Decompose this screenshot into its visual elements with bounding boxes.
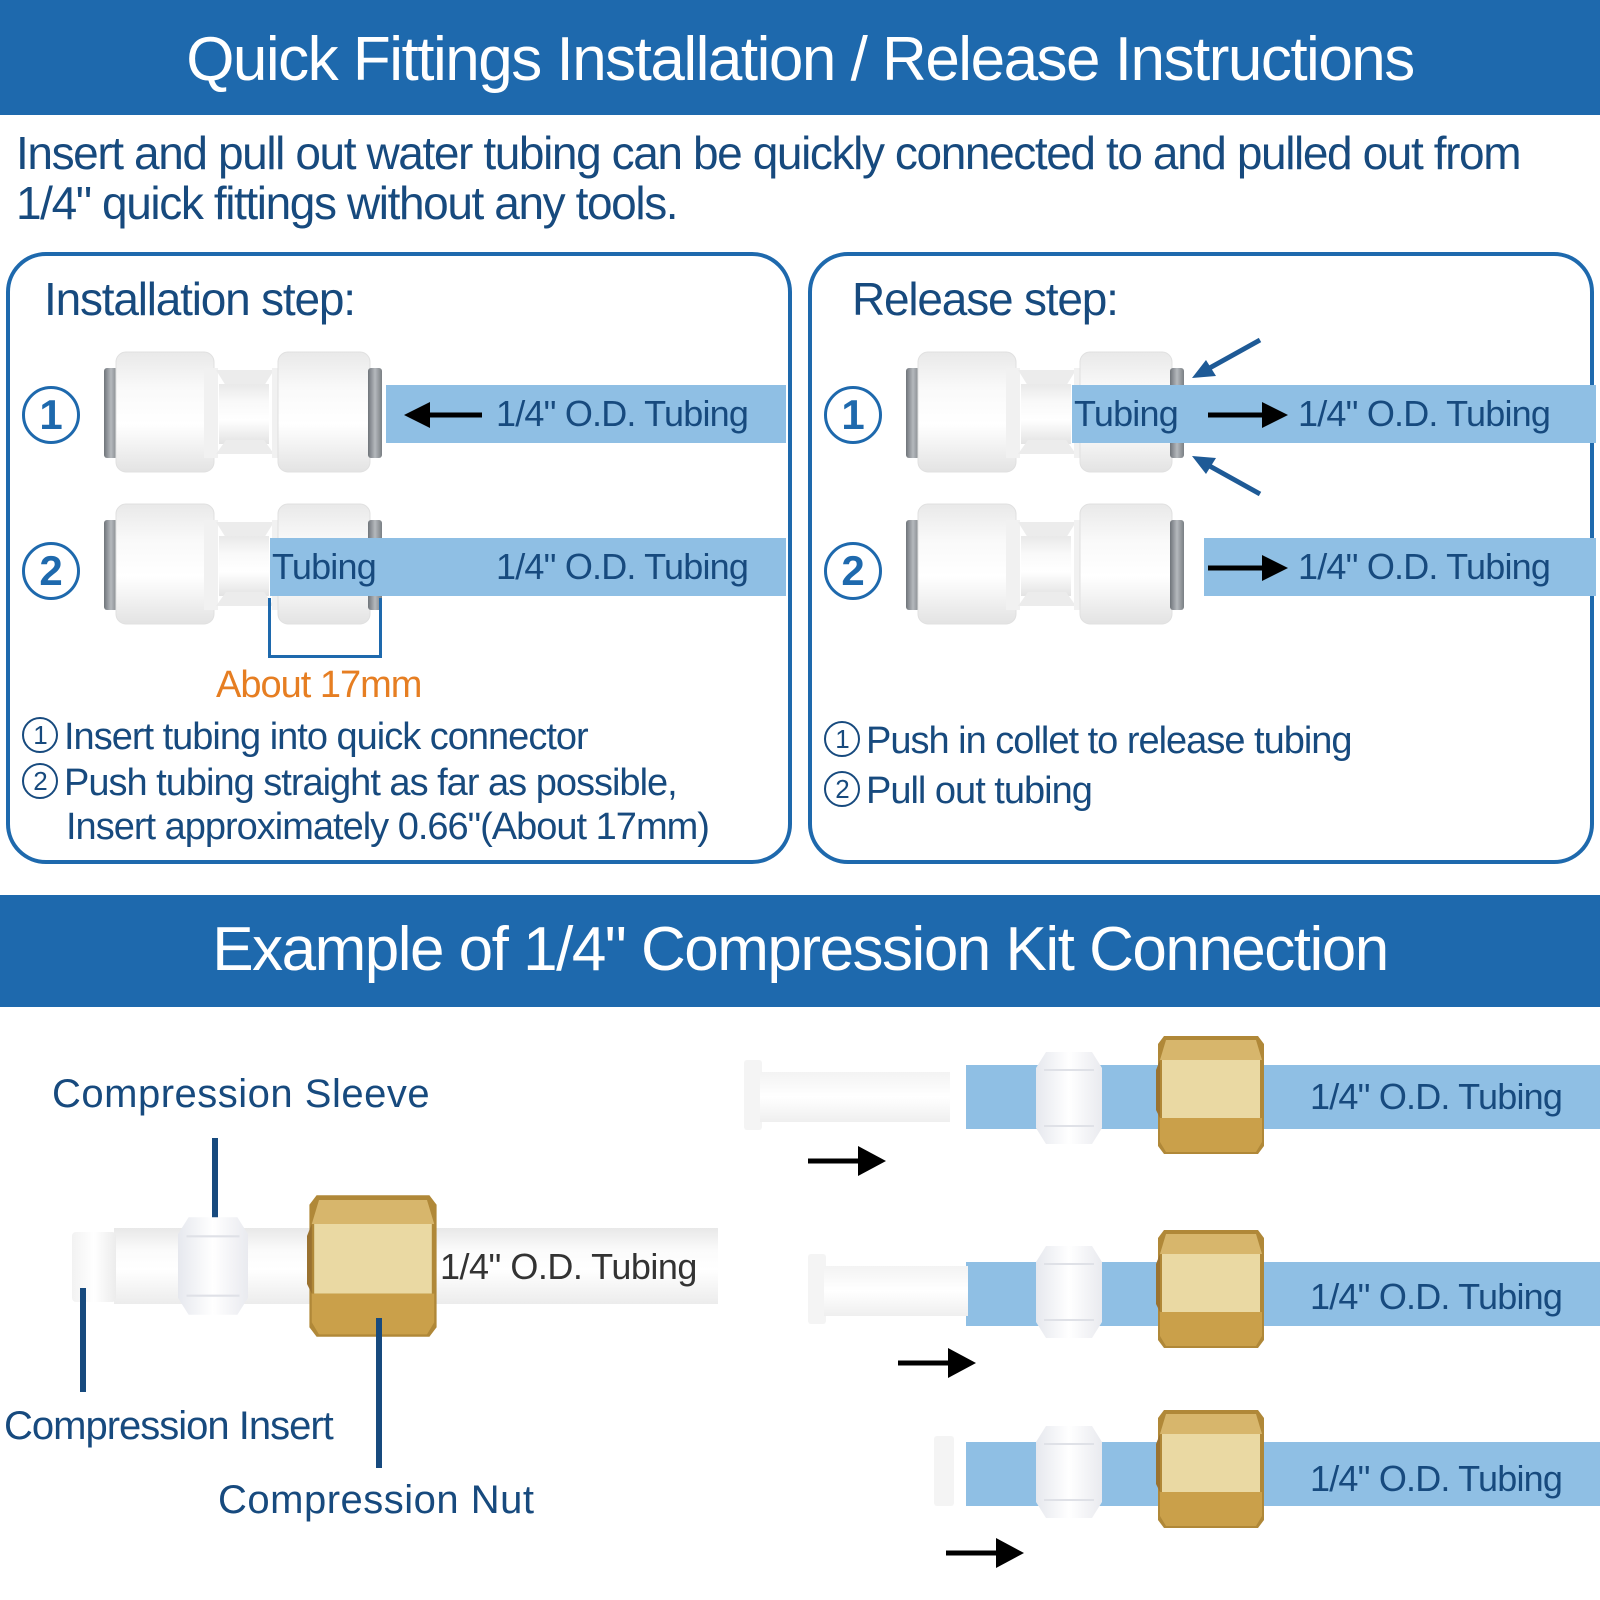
- sequence-2-tube-label: 1/4" O.D. Tubing: [1310, 1276, 1563, 1317]
- sequence-2-nut: [1156, 1230, 1264, 1348]
- compression-title: Example of 1/4" Compression Kit Connecti…: [212, 915, 1389, 984]
- release-step2-fitting: [906, 500, 1186, 628]
- release-step1-number: 1: [824, 386, 882, 444]
- arrow-right-icon: [808, 1146, 886, 1176]
- insert-leader-line: [80, 1288, 86, 1392]
- release-step2-number: 2: [824, 542, 882, 600]
- install-step1-fitting: [104, 348, 384, 476]
- sequence-3-sleeve: [1036, 1426, 1102, 1518]
- depth-label: About 17mm: [216, 664, 422, 706]
- page-title-banner: Quick Fittings Installation / Release In…: [0, 0, 1600, 115]
- step-number: 1: [824, 720, 860, 757]
- install-step1-number: 1: [22, 386, 80, 444]
- installation-panel: [6, 252, 792, 864]
- sequence-2-insert-stem: [824, 1266, 968, 1316]
- compression-nut: [307, 1195, 437, 1337]
- depth-bracket: [268, 598, 382, 658]
- arrow-right-icon: [1208, 402, 1288, 428]
- step-number: 2: [824, 770, 860, 807]
- sequence-1-insert-stem: [760, 1072, 950, 1122]
- sequence-3-tube-label: 1/4" O.D. Tubing: [1310, 1458, 1563, 1499]
- sequence-3-nut: [1156, 1410, 1264, 1528]
- compression-insert: [72, 1232, 116, 1302]
- release-title: Release step:: [852, 273, 1119, 325]
- install-step1-tube-label: 1/4" O.D. Tubing: [496, 393, 749, 434]
- arrow-right-icon: [1208, 555, 1288, 581]
- arrow-right-icon: [898, 1348, 976, 1378]
- step-number: 1: [22, 716, 58, 753]
- sequence-1-insert-flange: [744, 1060, 762, 1130]
- compression-sleeve-label: Compression Sleeve: [52, 1072, 431, 1116]
- installation-title: Installation step:: [44, 273, 356, 325]
- sequence-2-insert-flange: [808, 1254, 826, 1324]
- sequence-1-tube-label: 1/4" O.D. Tubing: [1310, 1076, 1563, 1117]
- install-step2-tube: [270, 538, 786, 596]
- nut-leader-line: [376, 1318, 382, 1468]
- install-step2-tube-label: 1/4" O.D. Tubing: [496, 546, 749, 587]
- arrow-right-icon: [946, 1538, 1024, 1568]
- release-step2-tube-label: 1/4" O.D. Tubing: [1298, 546, 1551, 587]
- compression-insert-label: Compression Insert: [4, 1404, 334, 1448]
- compression-sleeve: [178, 1216, 248, 1316]
- push-collet-arrow-icon: [1192, 337, 1262, 378]
- step-number: 2: [22, 762, 58, 799]
- sequence-1-nut: [1156, 1036, 1264, 1154]
- install-step2-inner-label: Tubing: [272, 546, 377, 587]
- install-step2-number: 2: [22, 542, 80, 600]
- compression-nut-label: Compression Nut: [218, 1478, 535, 1522]
- white-tubing-label: 1/4" O.D. Tubing: [440, 1246, 697, 1287]
- install-instruction-2-cont: Insert approximately 0.66"(About 17mm): [66, 806, 710, 848]
- arrow-left-icon: [404, 402, 482, 428]
- release-step1-tube: [1072, 385, 1596, 443]
- intro-text: Insert and pull out water tubing can be …: [16, 127, 1522, 229]
- sequence-3-insert-flange: [934, 1436, 954, 1506]
- release-step1-tube-label: 1/4" O.D. Tubing: [1298, 393, 1551, 434]
- push-collet-arrow-icon: [1192, 456, 1262, 497]
- sequence-2-sleeve: [1036, 1246, 1102, 1338]
- release-step1-inner-label: Tubing: [1074, 393, 1179, 434]
- sleeve-leader-line: [212, 1138, 218, 1236]
- page-title: Quick Fittings Installation / Release In…: [186, 25, 1415, 94]
- compression-title-banner: Example of 1/4" Compression Kit Connecti…: [0, 895, 1600, 1007]
- sequence-1-sleeve: [1036, 1052, 1102, 1144]
